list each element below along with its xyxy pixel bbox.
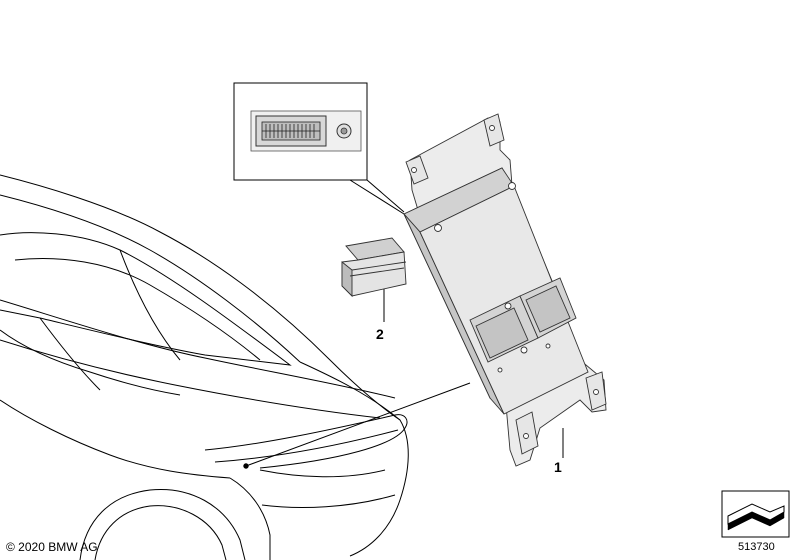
catalog-arrow-icon [721, 490, 790, 538]
part-1-control-unit [403, 113, 607, 467]
copyright-text: © 2020 BMW AG [6, 540, 98, 554]
connector-detail-inset [233, 82, 405, 215]
part-number-1[interactable]: 1 [554, 459, 562, 475]
leader-lines [243, 284, 564, 469]
car-outline [0, 174, 409, 560]
catalog-number: 513730 [738, 541, 775, 553]
part-2-module [341, 237, 407, 298]
part-number-2[interactable]: 2 [376, 326, 384, 342]
